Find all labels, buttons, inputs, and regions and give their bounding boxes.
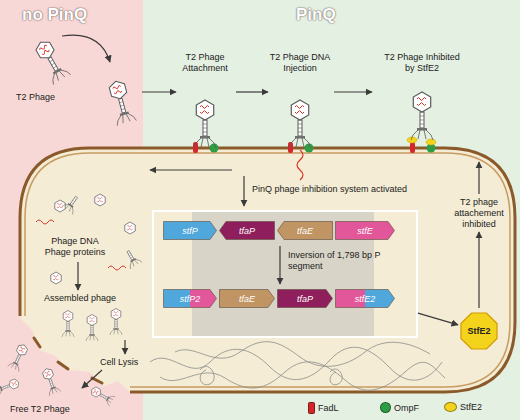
legend-item: OmpF: [380, 402, 419, 413]
phage-head: [95, 194, 105, 206]
phage-tail: [62, 193, 82, 214]
gene-arrow: stfP: [163, 221, 217, 240]
panel-heading: PinQ: [296, 5, 336, 25]
legend-swatch: [380, 402, 391, 413]
legend-swatch: [308, 402, 315, 414]
gene-arrow-shape: [164, 290, 217, 308]
legend-item: StfE2: [444, 402, 482, 412]
step-label: Assembled phage: [40, 293, 120, 304]
phage-icon: [62, 311, 74, 337]
chromosome-strand: [160, 362, 445, 390]
phage-tail: [122, 248, 142, 269]
phage-head: [51, 272, 61, 284]
chromosome: [150, 342, 445, 390]
gene-arrow-shape: [164, 222, 217, 240]
gene-arrow: stfE2: [335, 289, 395, 308]
ompf-receptor: [210, 144, 219, 153]
flow-arrow: [236, 91, 268, 92]
flow-arrow: [243, 176, 244, 206]
outcome-label: T2 phage attachement inhibited: [446, 197, 512, 230]
flow-arrow: [124, 340, 125, 354]
step-label: T2 Phage Inhibited by StfE2: [383, 52, 461, 74]
gene-arrow-shape: [336, 290, 395, 308]
gene-arrow-shape: [278, 290, 333, 308]
gene-name: stfE: [357, 226, 373, 236]
gene-arrow-shape: [278, 222, 333, 240]
legend-item: FadL: [308, 402, 339, 414]
connector-arrow: [418, 313, 458, 325]
phage-icon: [86, 315, 98, 341]
gene-arrow: tfaE: [277, 221, 333, 240]
step-label: T2 Phage Attachment: [170, 52, 240, 74]
chromosome-loop: [200, 366, 342, 384]
gene-name: tfaE: [239, 294, 255, 304]
legend-text: StfE2: [460, 402, 482, 412]
flow-arrow: [142, 91, 176, 92]
phage-label: Free T2 Phage: [10, 404, 90, 415]
flow-arrow: [478, 232, 479, 308]
gene-name: tfaP: [239, 226, 255, 236]
phage-head: [55, 200, 65, 212]
step-label: Cell Lysis: [100, 357, 150, 368]
legend-swatch: [444, 402, 457, 412]
flow-arrow: [150, 169, 232, 170]
gene-name: stfE2: [355, 294, 376, 304]
segment-note: Inversion of 1,798 bp P segment: [288, 250, 384, 272]
gene-arrow-shape: [336, 222, 395, 240]
chromosome-strand: [175, 342, 430, 367]
flow-arrow: [478, 162, 479, 194]
gene-arrow: tfaE: [219, 289, 275, 308]
gene-arrow-shape: [220, 290, 275, 308]
system-label: PinQ phage inhibition system activated: [252, 184, 422, 195]
fadl-receptor: [410, 142, 415, 153]
legend-text: OmpF: [394, 403, 419, 413]
gene-arrow: stfP2: [163, 289, 217, 308]
injected-dna: [297, 150, 303, 180]
gene-cluster-box: Inversion of 1,798 bp P segment stfP tfaP t…: [152, 210, 418, 338]
stfe2-block: [426, 139, 436, 145]
inner-membrane: [25, 153, 510, 387]
gene-arrow-shape: [220, 222, 275, 240]
phage-dna: [36, 220, 126, 270]
gene-arrow: stfE: [335, 221, 395, 240]
phage-label: T2 Phage: [16, 92, 76, 103]
legend-text: FadL: [318, 403, 339, 413]
gene-name: stfP: [182, 226, 198, 236]
cell-body: [20, 148, 515, 392]
gene-name: stfP2: [180, 294, 201, 304]
ompf-receptor: [305, 144, 314, 153]
gene-arrow: tfaP: [277, 289, 333, 308]
panel-heading: no PinQ: [22, 5, 87, 25]
protein-name: StfE2: [467, 326, 490, 336]
flow-arrow: [77, 262, 78, 290]
gene-name: tfaE: [297, 226, 313, 236]
phage-head: [125, 222, 135, 234]
step-label: T2 Phage DNA Injection: [265, 52, 335, 74]
flow-arrow: [334, 91, 372, 92]
step-label: Phage DNA Phage proteins: [44, 236, 106, 258]
phage-icon: [110, 309, 122, 335]
gene-name: tfaP: [297, 294, 313, 304]
flow-arrow: [279, 246, 280, 284]
octagon-outline: [461, 313, 497, 349]
gene-arrow: tfaP: [219, 221, 275, 240]
protein-octagon: StfE2: [458, 310, 500, 352]
outer-membrane: [20, 148, 515, 392]
